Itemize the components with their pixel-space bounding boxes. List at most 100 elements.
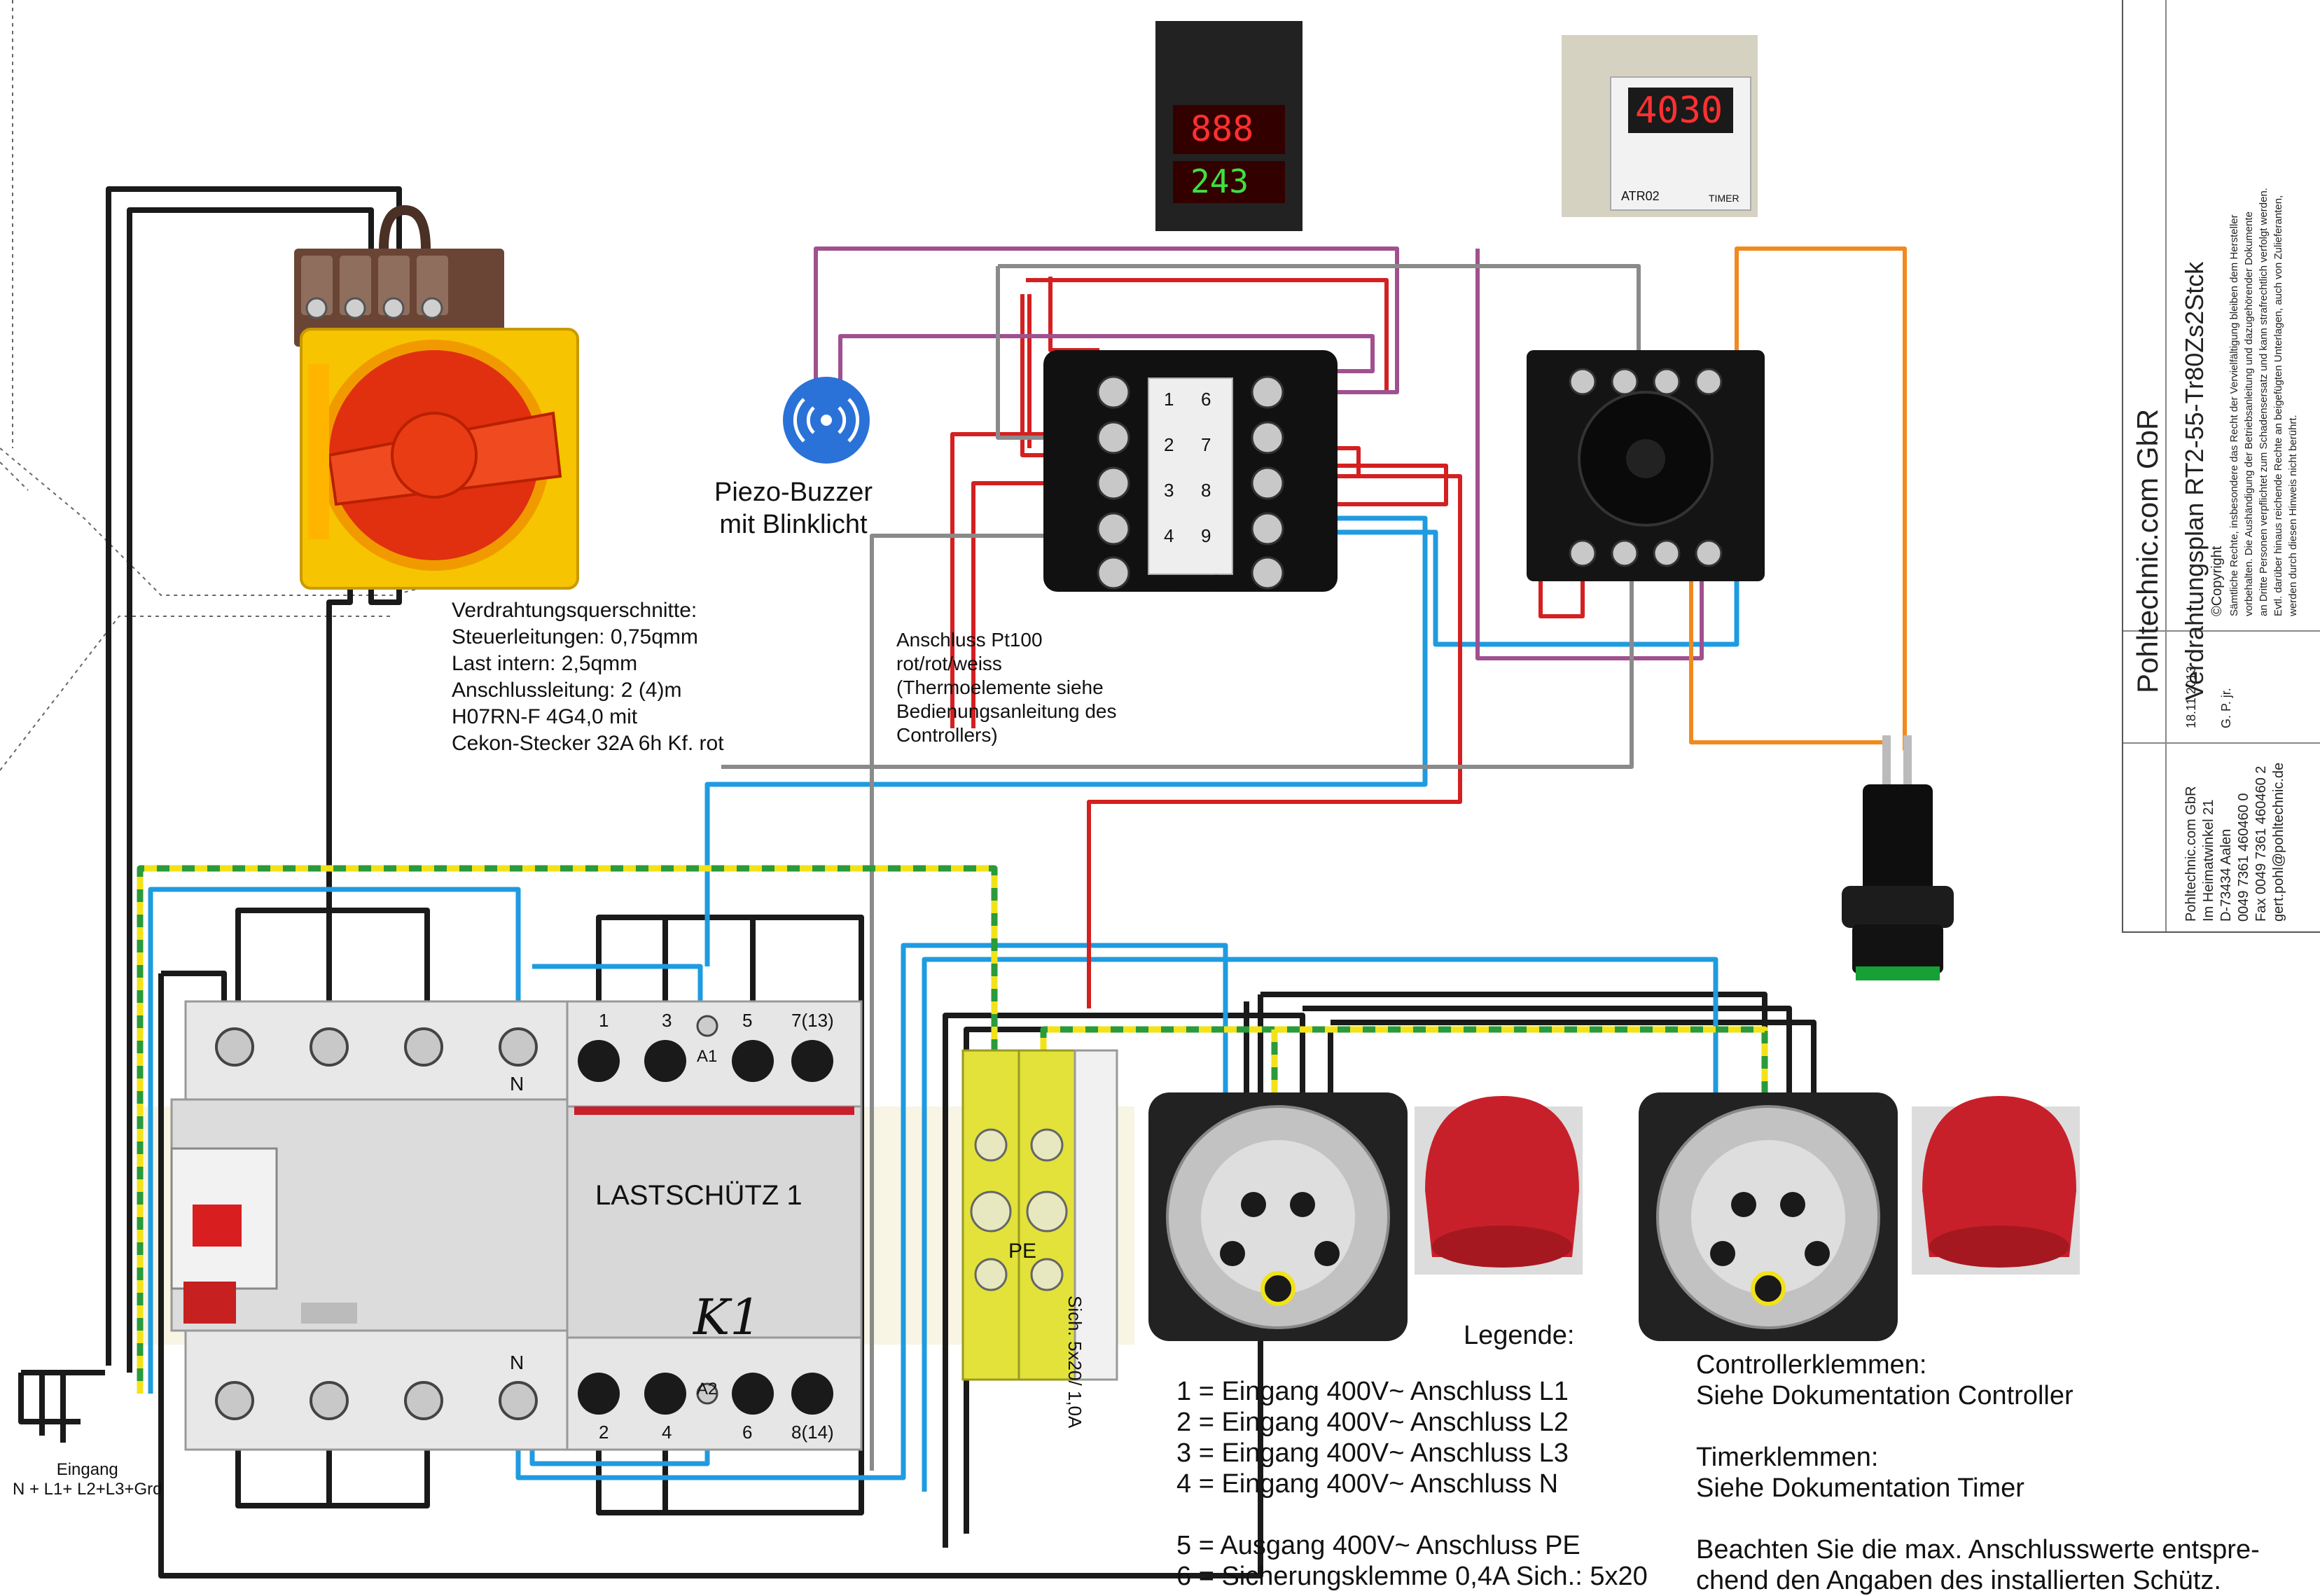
rcd-breaker: [170, 1000, 569, 1451]
contactor-k1: [566, 1000, 863, 1451]
terminal-number: 4: [1164, 525, 1174, 546]
buzzer-icon: [783, 377, 870, 464]
legend-item: 3 = Eingang 400V~ Anschluss L3: [1176, 1438, 1569, 1468]
legend-list: 1 = Eingang 400V~ Anschluss L1 2 = Einga…: [1176, 1376, 1569, 1499]
notes-right: Controllerklemmen: Siehe Dokumentation C…: [1696, 1349, 2260, 1596]
legend-list-2: 5 = Ausgang 400V~ Anschluss PE 6 = Siche…: [1176, 1530, 1648, 1592]
pe-label: PE: [1008, 1240, 1037, 1263]
company-name: Pohltechnic.com GbR: [2131, 408, 2164, 693]
wiring-note: Verdrahtungsquerschnitte: Steuerleitunge…: [452, 597, 724, 757]
address-line: D-73434 Aalen: [2218, 828, 2234, 922]
rcd-bottom-screws: [215, 1381, 538, 1420]
rcd-n-bottom: N: [510, 1352, 525, 1373]
legend-item: 4 = Eingang 400V~ Anschluss N: [1176, 1469, 1559, 1499]
pt100-note: Anschluss Pt100 rot/rot/weiss (Thermoele…: [896, 628, 1116, 747]
wires-blue: [148, 515, 1739, 1492]
controller-right-numbers: 6 7 8 9 10: [1201, 377, 1221, 604]
terminal-block: [961, 1049, 1118, 1381]
cee-socket-2: [1639, 1092, 1898, 1341]
address-line: Pohltechnic.com GbR: [2183, 786, 2199, 922]
controller-text: Siehe Dokumentation Controller: [1696, 1381, 2074, 1410]
title-block: Pohltechnic.com GbR Verdrahtungsplan RT2…: [2122, 0, 2320, 933]
controller-left-screws: [1097, 375, 1130, 590]
wiring-note-line: H07RN-F 4G4,0 mit: [452, 705, 638, 728]
input-label-line: N + L1+ L2+L3+Grd: [13, 1480, 162, 1499]
copyright-line: Evtl. darüber hinaus reichende Rechte an…: [2272, 195, 2284, 616]
terminal-number: 2: [1164, 434, 1174, 455]
legend-item: 5 = Ausgang 400V~ Anschluss PE: [1176, 1531, 1581, 1560]
wiring-note-line: Cekon-Stecker 32A 6h Kf. rot: [452, 732, 724, 755]
contactor-top-terminals: [578, 1040, 833, 1082]
terminal-number: 7: [1201, 434, 1211, 455]
timer-label: TIMER: [1709, 193, 1739, 204]
switch-terminals: [301, 256, 448, 315]
coil-a2-screw: [696, 1382, 718, 1405]
pt100-note-line: (Thermoelemente siehe: [896, 676, 1104, 698]
plan-author: G. P. jr.: [2219, 688, 2233, 728]
pt100-note-line: Controllers): [896, 724, 998, 746]
terminal-number: 3: [1164, 480, 1174, 501]
timer-model: ATR02: [1621, 189, 1660, 203]
rcd-top-screws: [215, 1027, 538, 1067]
wiring-note-line: Anschlussleitung: 2 (4)m: [452, 679, 682, 702]
plan-title: Verdrahtungsplan RT2-55-Tr80Zs2Stck: [2180, 261, 2209, 700]
copyright-heading: ©Copyright: [2209, 546, 2225, 616]
fuse-label: Sich. 5x20/ 1,0A: [1064, 1296, 1085, 1429]
cee-cover-1: [1415, 1096, 1583, 1275]
controller-display-bottom: 243: [1190, 162, 1249, 200]
terminal-number: 6: [1201, 389, 1211, 410]
company-address: Pohltechnic.com GbR Im Heimatwinkel 21 D…: [2183, 740, 2288, 924]
contactor-label: LASTSCHÜTZ 1: [595, 1180, 803, 1211]
pt100-note-line: rot/rot/weiss: [896, 653, 1002, 674]
copyright-line: vorbehalten. Die Aushändigung der Betrie…: [2243, 211, 2255, 616]
warning-line: chend den Angaben des installierten Schü…: [1696, 1566, 2221, 1595]
contactor-terminal-8: 8(14): [791, 1422, 834, 1443]
terminal-number: 1: [1164, 389, 1174, 410]
contactor-bottom-terminals: [578, 1373, 833, 1415]
pt100-note-line: Anschluss Pt100: [896, 629, 1043, 651]
push-button-icon: [1842, 735, 1954, 980]
controller-photo: [1155, 21, 1303, 231]
warning-line: Beachten Sie die max. Anschlusswerte ent…: [1696, 1535, 2260, 1564]
cee-cover-2: [1912, 1096, 2080, 1275]
copyright-line: Sämtliche Rechte, insbesondere das Recht…: [2228, 214, 2240, 616]
address-line: 0049 7361 460460 0: [2236, 793, 2251, 922]
input-label-line: Eingang: [56, 1460, 118, 1479]
contactor-terminal-3: 3: [662, 1010, 672, 1031]
legend-item: 1 = Eingang 400V~ Anschluss L1: [1176, 1377, 1569, 1406]
contactor-coil-a1: A1: [697, 1047, 718, 1066]
terminal-number: 9: [1201, 525, 1211, 546]
plan-date: 18.11.2013: [2184, 666, 2198, 728]
input-label: Eingang N + L1+ L2+L3+Grd: [13, 1460, 162, 1499]
contactor-terminal-2: 2: [599, 1422, 609, 1443]
contactor-coil-a2: A2: [697, 1380, 718, 1399]
controller-right-screws: [1251, 375, 1284, 590]
address-line: gert.pohl@pohltechnic.de: [2271, 762, 2286, 922]
address-line: Fax 0049 7361 460460 2: [2253, 765, 2269, 922]
wires-purple: [814, 247, 1704, 660]
controller-terminal-base: [1043, 350, 1338, 592]
pe-screws: [970, 1128, 1068, 1291]
timer-bottom-screws: [1569, 539, 1723, 567]
terminal-number: 8: [1201, 480, 1211, 501]
main-switch: [294, 204, 579, 590]
copyright-line: werden durch diesen Hinweis nicht berühr…: [2287, 415, 2299, 616]
terminal-number: 10: [1201, 571, 1221, 592]
contactor-terminal-7: 7(13): [791, 1010, 834, 1031]
legend-item: 2 = Eingang 400V~ Anschluss L2: [1176, 1408, 1569, 1437]
timer-text: Siehe Dokumentation Timer: [1696, 1473, 2024, 1503]
buzzer-label-line: Piezo-Buzzer: [714, 478, 873, 507]
timer-socket: [1527, 350, 1765, 581]
copyright-line: an Dritte Personen verpflichtet zum Scha…: [2258, 188, 2270, 616]
controller-heading: Controllerklemmen:: [1696, 1350, 1927, 1380]
coil-a1-screw: [696, 1015, 718, 1037]
contactor-handwritten: K1: [693, 1289, 761, 1346]
pt100-note-line: Bedienungsanleitung des: [896, 700, 1117, 722]
copyright-block: ©Copyright Sämtliche Rechte, insbesonder…: [2207, 0, 2300, 623]
contactor-terminal-4: 4: [662, 1422, 672, 1443]
address-line: Im Heimatwinkel 21: [2201, 799, 2216, 922]
rcd-n-top: N: [510, 1073, 525, 1095]
timer-top-screws: [1569, 368, 1723, 396]
timer-display: 4030: [1635, 90, 1723, 132]
